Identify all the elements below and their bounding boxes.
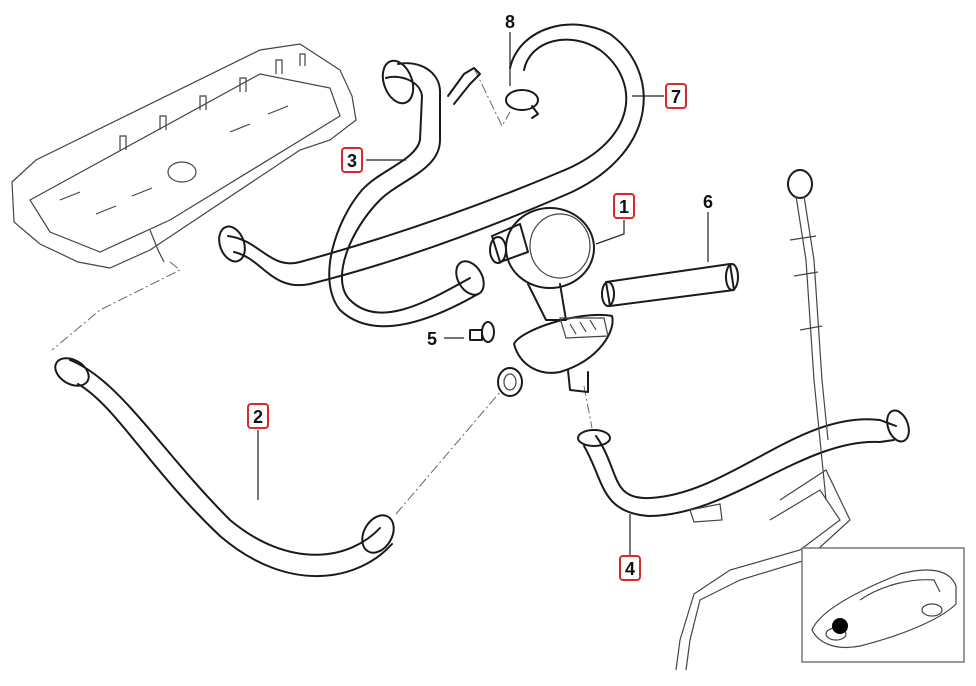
callout-7-label: 7 [671, 87, 681, 107]
callout-6-label: 6 [703, 192, 713, 212]
leader-lines [257, 32, 709, 556]
callout-3-box [341, 147, 363, 173]
callout-7-box [665, 83, 687, 109]
hose-4 [577, 409, 910, 517]
hose-2 [54, 357, 395, 578]
valve-cover [11, 43, 357, 269]
ventilation-valve-1 [489, 207, 614, 397]
pipe-6 [601, 263, 739, 307]
car-location-icon [801, 547, 965, 663]
assembly-lines [51, 67, 593, 515]
callout-2-box [247, 403, 269, 429]
callout-5-label: 5 [427, 329, 437, 349]
callout-4-label: 4 [625, 559, 635, 579]
hose-3 [328, 59, 485, 328]
callout-1-box [613, 193, 635, 219]
callout-4-box [619, 555, 641, 581]
location-marker [832, 618, 848, 634]
callout-8-label: 8 [505, 12, 515, 32]
callout-3-label: 3 [347, 151, 357, 171]
callouts: 1 2 3 4 5 6 7 8 [247, 12, 713, 581]
clamp-8 [505, 89, 539, 119]
screw-5 [469, 321, 495, 343]
hose-7 [218, 23, 645, 287]
callout-2-label: 2 [253, 407, 263, 427]
dipstick [675, 169, 851, 671]
callout-1-label: 1 [619, 197, 629, 217]
